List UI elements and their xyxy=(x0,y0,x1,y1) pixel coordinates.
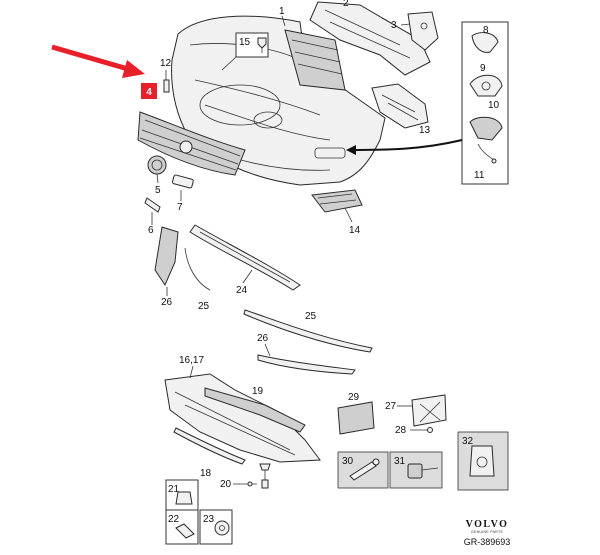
strip-18[interactable] xyxy=(173,427,246,465)
callout-23: 23 xyxy=(203,514,215,525)
callout-16-17: 16,17 xyxy=(179,355,204,366)
fog-bezel-14[interactable] xyxy=(311,189,363,213)
clip-20[interactable] xyxy=(259,463,271,489)
callout-28: 28 xyxy=(395,425,407,436)
side-trim-26a[interactable] xyxy=(154,226,179,287)
callout-20: 20 xyxy=(220,479,232,490)
callout-12: 12 xyxy=(160,58,172,69)
callout-21: 21 xyxy=(168,484,180,495)
box-21[interactable] xyxy=(165,479,199,511)
callout-13: 13 xyxy=(419,125,431,136)
svg-text:VOLVO: VOLVO xyxy=(466,519,509,530)
callout-2: 2 xyxy=(343,0,349,9)
upper-grille-insert[interactable] xyxy=(284,29,346,91)
callout-7: 7 xyxy=(177,202,183,213)
box-31[interactable] xyxy=(389,451,443,489)
callout-14: 14 xyxy=(349,225,361,236)
callout-30: 30 xyxy=(342,456,354,467)
strip-6[interactable] xyxy=(144,197,161,213)
callout-26a: 26 xyxy=(161,297,173,308)
badge-7[interactable] xyxy=(171,174,194,189)
box-23[interactable] xyxy=(199,509,233,545)
callout-3: 3 xyxy=(391,20,397,31)
part-12-clip[interactable] xyxy=(163,70,170,93)
callout-18: 18 xyxy=(200,468,212,479)
callout-32: 32 xyxy=(462,436,474,447)
callout-1: 1 xyxy=(279,6,285,17)
bumper-cover[interactable] xyxy=(171,15,386,186)
callout-29: 29 xyxy=(348,392,360,403)
box-22[interactable] xyxy=(165,509,199,545)
side-trim-26b[interactable] xyxy=(257,354,356,375)
callout-27: 27 xyxy=(385,401,397,412)
lower-grille[interactable] xyxy=(137,111,246,176)
screw-28[interactable] xyxy=(410,427,433,433)
callout-25a: 25 xyxy=(198,301,210,312)
callout-11: 11 xyxy=(474,170,485,181)
svg-text:GENUINE PARTS: GENUINE PARTS xyxy=(471,530,504,534)
reference-code: GR-389693 xyxy=(464,537,511,547)
bracket-27[interactable] xyxy=(411,394,447,427)
part-4-highlight[interactable]: 4 xyxy=(141,83,157,99)
bracket-13[interactable] xyxy=(371,83,429,129)
trim-strip-25b[interactable] xyxy=(243,309,373,353)
bracket-3[interactable] xyxy=(407,11,439,51)
callout-19: 19 xyxy=(252,386,264,397)
callout-9: 9 xyxy=(480,63,486,74)
reinforcement-bar[interactable] xyxy=(309,1,431,76)
callout-5: 5 xyxy=(155,185,161,196)
callout-25b: 25 xyxy=(305,311,317,322)
callout-22: 22 xyxy=(168,514,180,525)
parts-box-8-11[interactable] xyxy=(461,21,509,185)
emblem-5[interactable] xyxy=(147,155,167,175)
callout-8: 8 xyxy=(483,25,489,36)
lower-grille-24[interactable] xyxy=(189,224,301,291)
volvo-logo: VOLVO GENUINE PARTS xyxy=(466,519,509,534)
trim-strip-25a[interactable] xyxy=(184,247,211,291)
red-pointer-arrow-icon xyxy=(51,44,145,78)
callout-15: 15 xyxy=(239,37,251,48)
callout-31: 31 xyxy=(394,456,406,467)
callout-4: 4 xyxy=(146,87,152,98)
callout-6: 6 xyxy=(148,225,154,236)
box-32[interactable] xyxy=(457,431,509,491)
bracket-19[interactable] xyxy=(204,387,306,433)
box-30[interactable] xyxy=(337,451,389,489)
underbody-panel-16-17[interactable] xyxy=(164,373,321,463)
callout-10: 10 xyxy=(488,100,500,111)
callout-26b: 26 xyxy=(257,333,269,344)
part-29[interactable] xyxy=(337,401,375,435)
callout-24: 24 xyxy=(236,285,248,296)
part-15-box[interactable] xyxy=(235,32,269,58)
